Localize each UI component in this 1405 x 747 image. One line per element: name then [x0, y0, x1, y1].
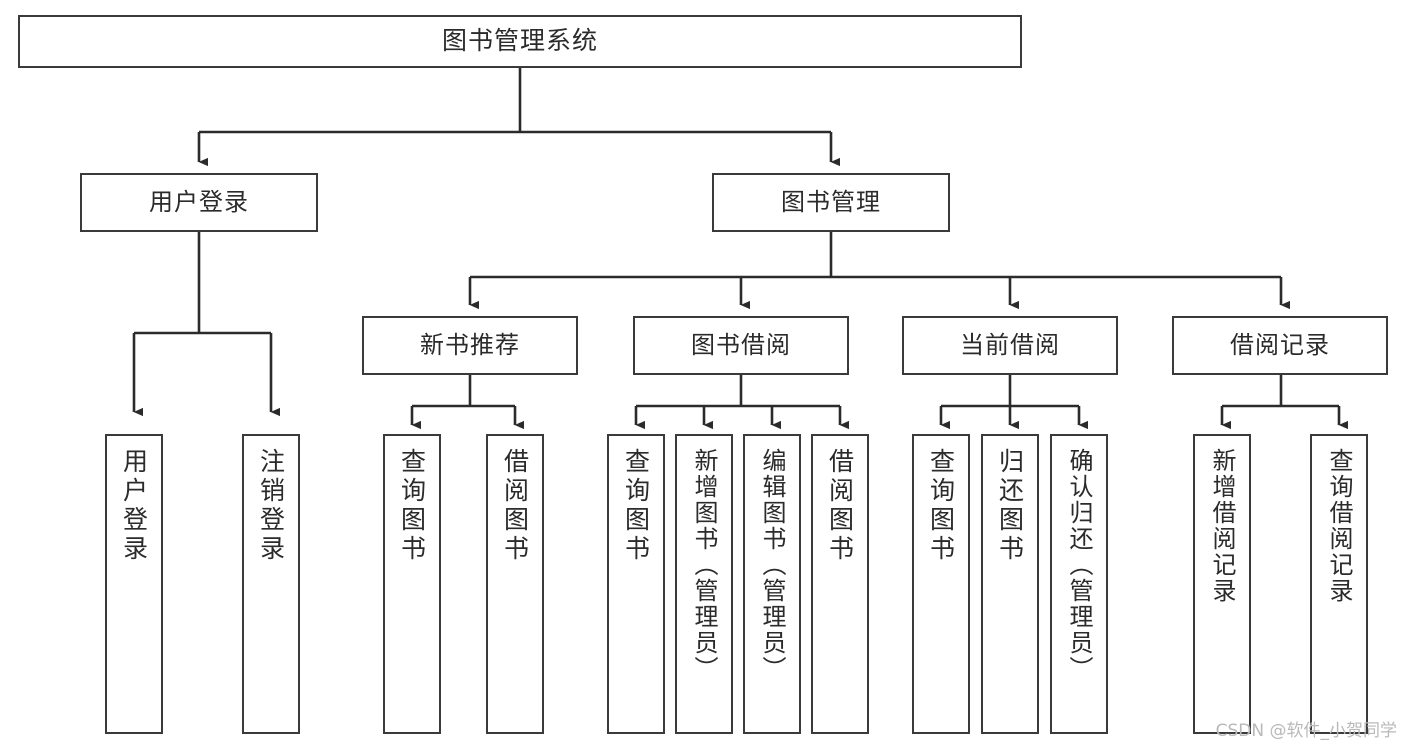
- node-label: 图书管理: [781, 187, 881, 216]
- node-user-login[interactable]: 用户登录: [80, 173, 318, 232]
- leaf-add-book[interactable]: 新增图书（管理员）: [675, 434, 733, 734]
- node-label: 用户登录: [149, 187, 249, 216]
- leaf-logout-login[interactable]: 注销登录: [242, 434, 300, 734]
- node-borrow-record[interactable]: 借阅记录: [1172, 316, 1388, 375]
- leaf-add-borrow-record[interactable]: 新增借阅记录: [1193, 434, 1251, 734]
- leaf-query-book-current[interactable]: 查询图书: [912, 434, 970, 734]
- node-label: 编辑图书（管理员）: [758, 448, 786, 682]
- leaf-user-login[interactable]: 用户登录: [105, 434, 163, 734]
- leaf-query-borrow-record[interactable]: 查询借阅记录: [1310, 434, 1368, 734]
- node-label: 新增借阅记录: [1208, 448, 1236, 604]
- node-label: 查询图书: [621, 448, 651, 564]
- leaf-borrow-book[interactable]: 借阅图书: [811, 434, 869, 734]
- node-label: 查询图书: [926, 448, 956, 564]
- node-label: 图书管理系统: [441, 26, 598, 56]
- node-label: 用户登录: [119, 448, 149, 564]
- node-label: 归还图书: [995, 448, 1025, 564]
- node-label: 注销登录: [256, 448, 286, 564]
- node-current-borrow[interactable]: 当前借阅: [902, 316, 1118, 375]
- leaf-query-book-borrow[interactable]: 查询图书: [607, 434, 665, 734]
- node-new-book-recommend[interactable]: 新书推荐: [362, 316, 578, 375]
- node-label: 查询借阅记录: [1325, 448, 1353, 604]
- node-label: 新增图书（管理员）: [690, 448, 718, 682]
- node-root-system[interactable]: 图书管理系统: [18, 15, 1022, 68]
- node-label: 图书借阅: [691, 330, 791, 359]
- node-label: 借阅图书: [825, 448, 855, 564]
- node-label: 查询图书: [397, 448, 427, 564]
- leaf-query-book-recommend[interactable]: 查询图书: [383, 434, 441, 734]
- leaf-return-book[interactable]: 归还图书: [981, 434, 1039, 734]
- node-label: 新书推荐: [420, 330, 520, 359]
- node-book-borrow[interactable]: 图书借阅: [633, 316, 849, 375]
- leaf-confirm-return[interactable]: 确认归还（管理员）: [1050, 434, 1108, 734]
- node-label: 借阅图书: [500, 448, 530, 564]
- leaf-borrow-book-recommend[interactable]: 借阅图书: [486, 434, 544, 734]
- csdn-watermark: CSDN @软件_小贺同学: [1215, 721, 1397, 741]
- node-label: 确认归还（管理员）: [1065, 448, 1093, 682]
- node-book-management[interactable]: 图书管理: [712, 173, 950, 232]
- node-label: 借阅记录: [1230, 330, 1330, 359]
- leaf-edit-book[interactable]: 编辑图书（管理员）: [743, 434, 801, 734]
- node-label: 当前借阅: [960, 330, 1060, 359]
